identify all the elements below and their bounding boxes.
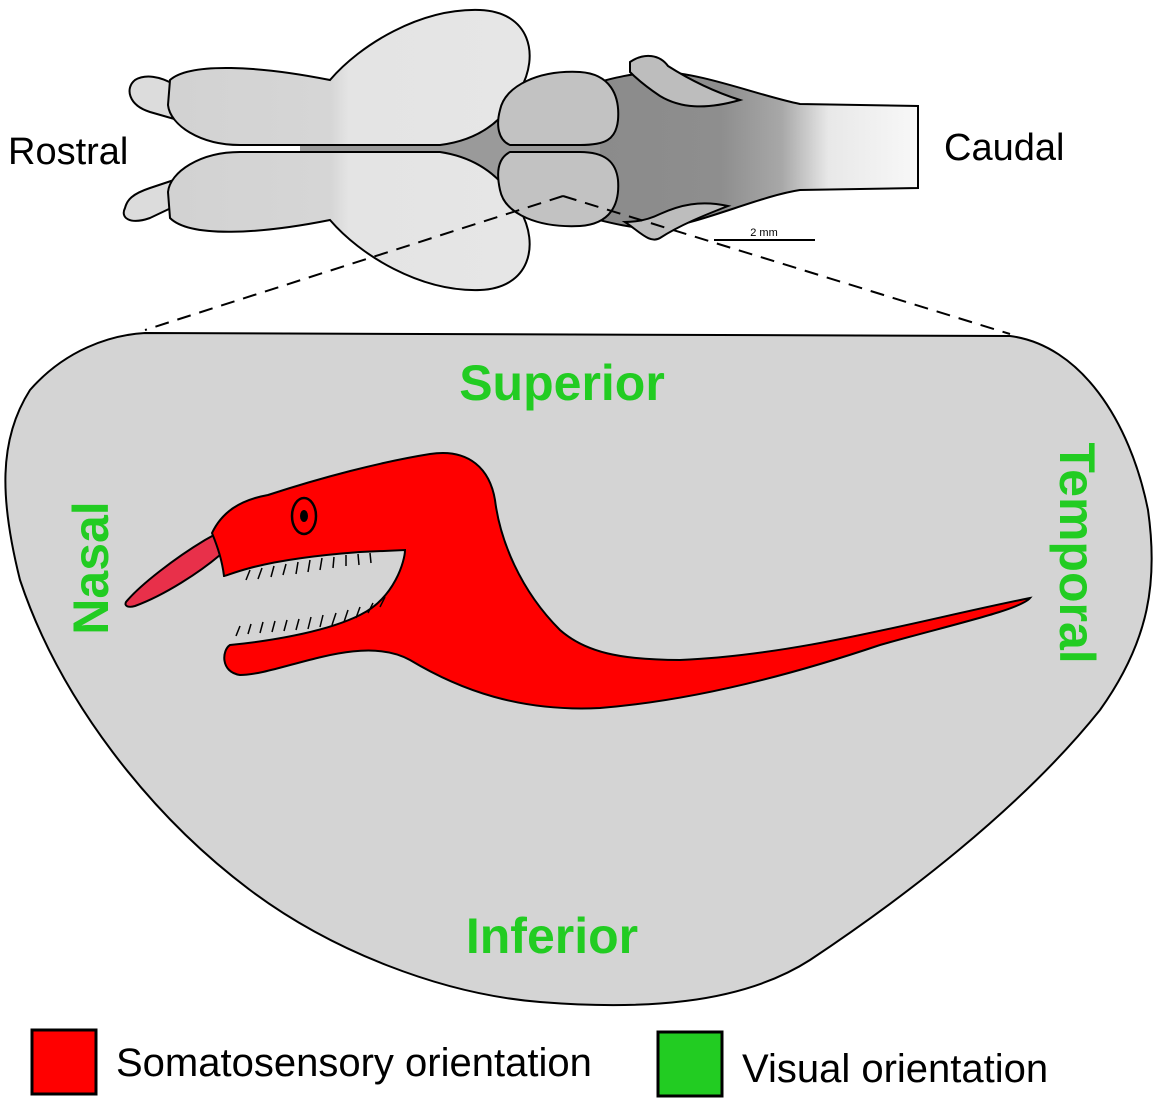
legend-label-somatosensory: Somatosensory orientation <box>116 1041 592 1085</box>
legend-label-visual: Visual orientation <box>742 1047 1048 1091</box>
legend-swatch-somatosensory <box>32 1030 96 1094</box>
superior-label: Superior <box>459 355 665 411</box>
temporal-label: Temporal <box>1049 442 1105 663</box>
legend-swatch-visual <box>658 1032 722 1096</box>
rostral-label: Rostral <box>8 131 128 173</box>
scale-bar-label: 2 mm <box>750 227 778 239</box>
legend: Somatosensory orientation Visual orienta… <box>32 1030 1048 1096</box>
brain-dorsal-view: 2 mm Rostral Caudal <box>8 10 1064 334</box>
telencephalon-lower <box>168 152 530 290</box>
telencephalon-upper <box>168 10 530 145</box>
pupil <box>300 510 308 522</box>
nasal-label: Nasal <box>63 501 119 634</box>
projection-line-right <box>563 196 1010 334</box>
inferior-label: Inferior <box>466 908 638 964</box>
caudal-label: Caudal <box>944 127 1064 169</box>
tectal-map: Superior Inferior Nasal Temporal <box>5 333 1151 1005</box>
